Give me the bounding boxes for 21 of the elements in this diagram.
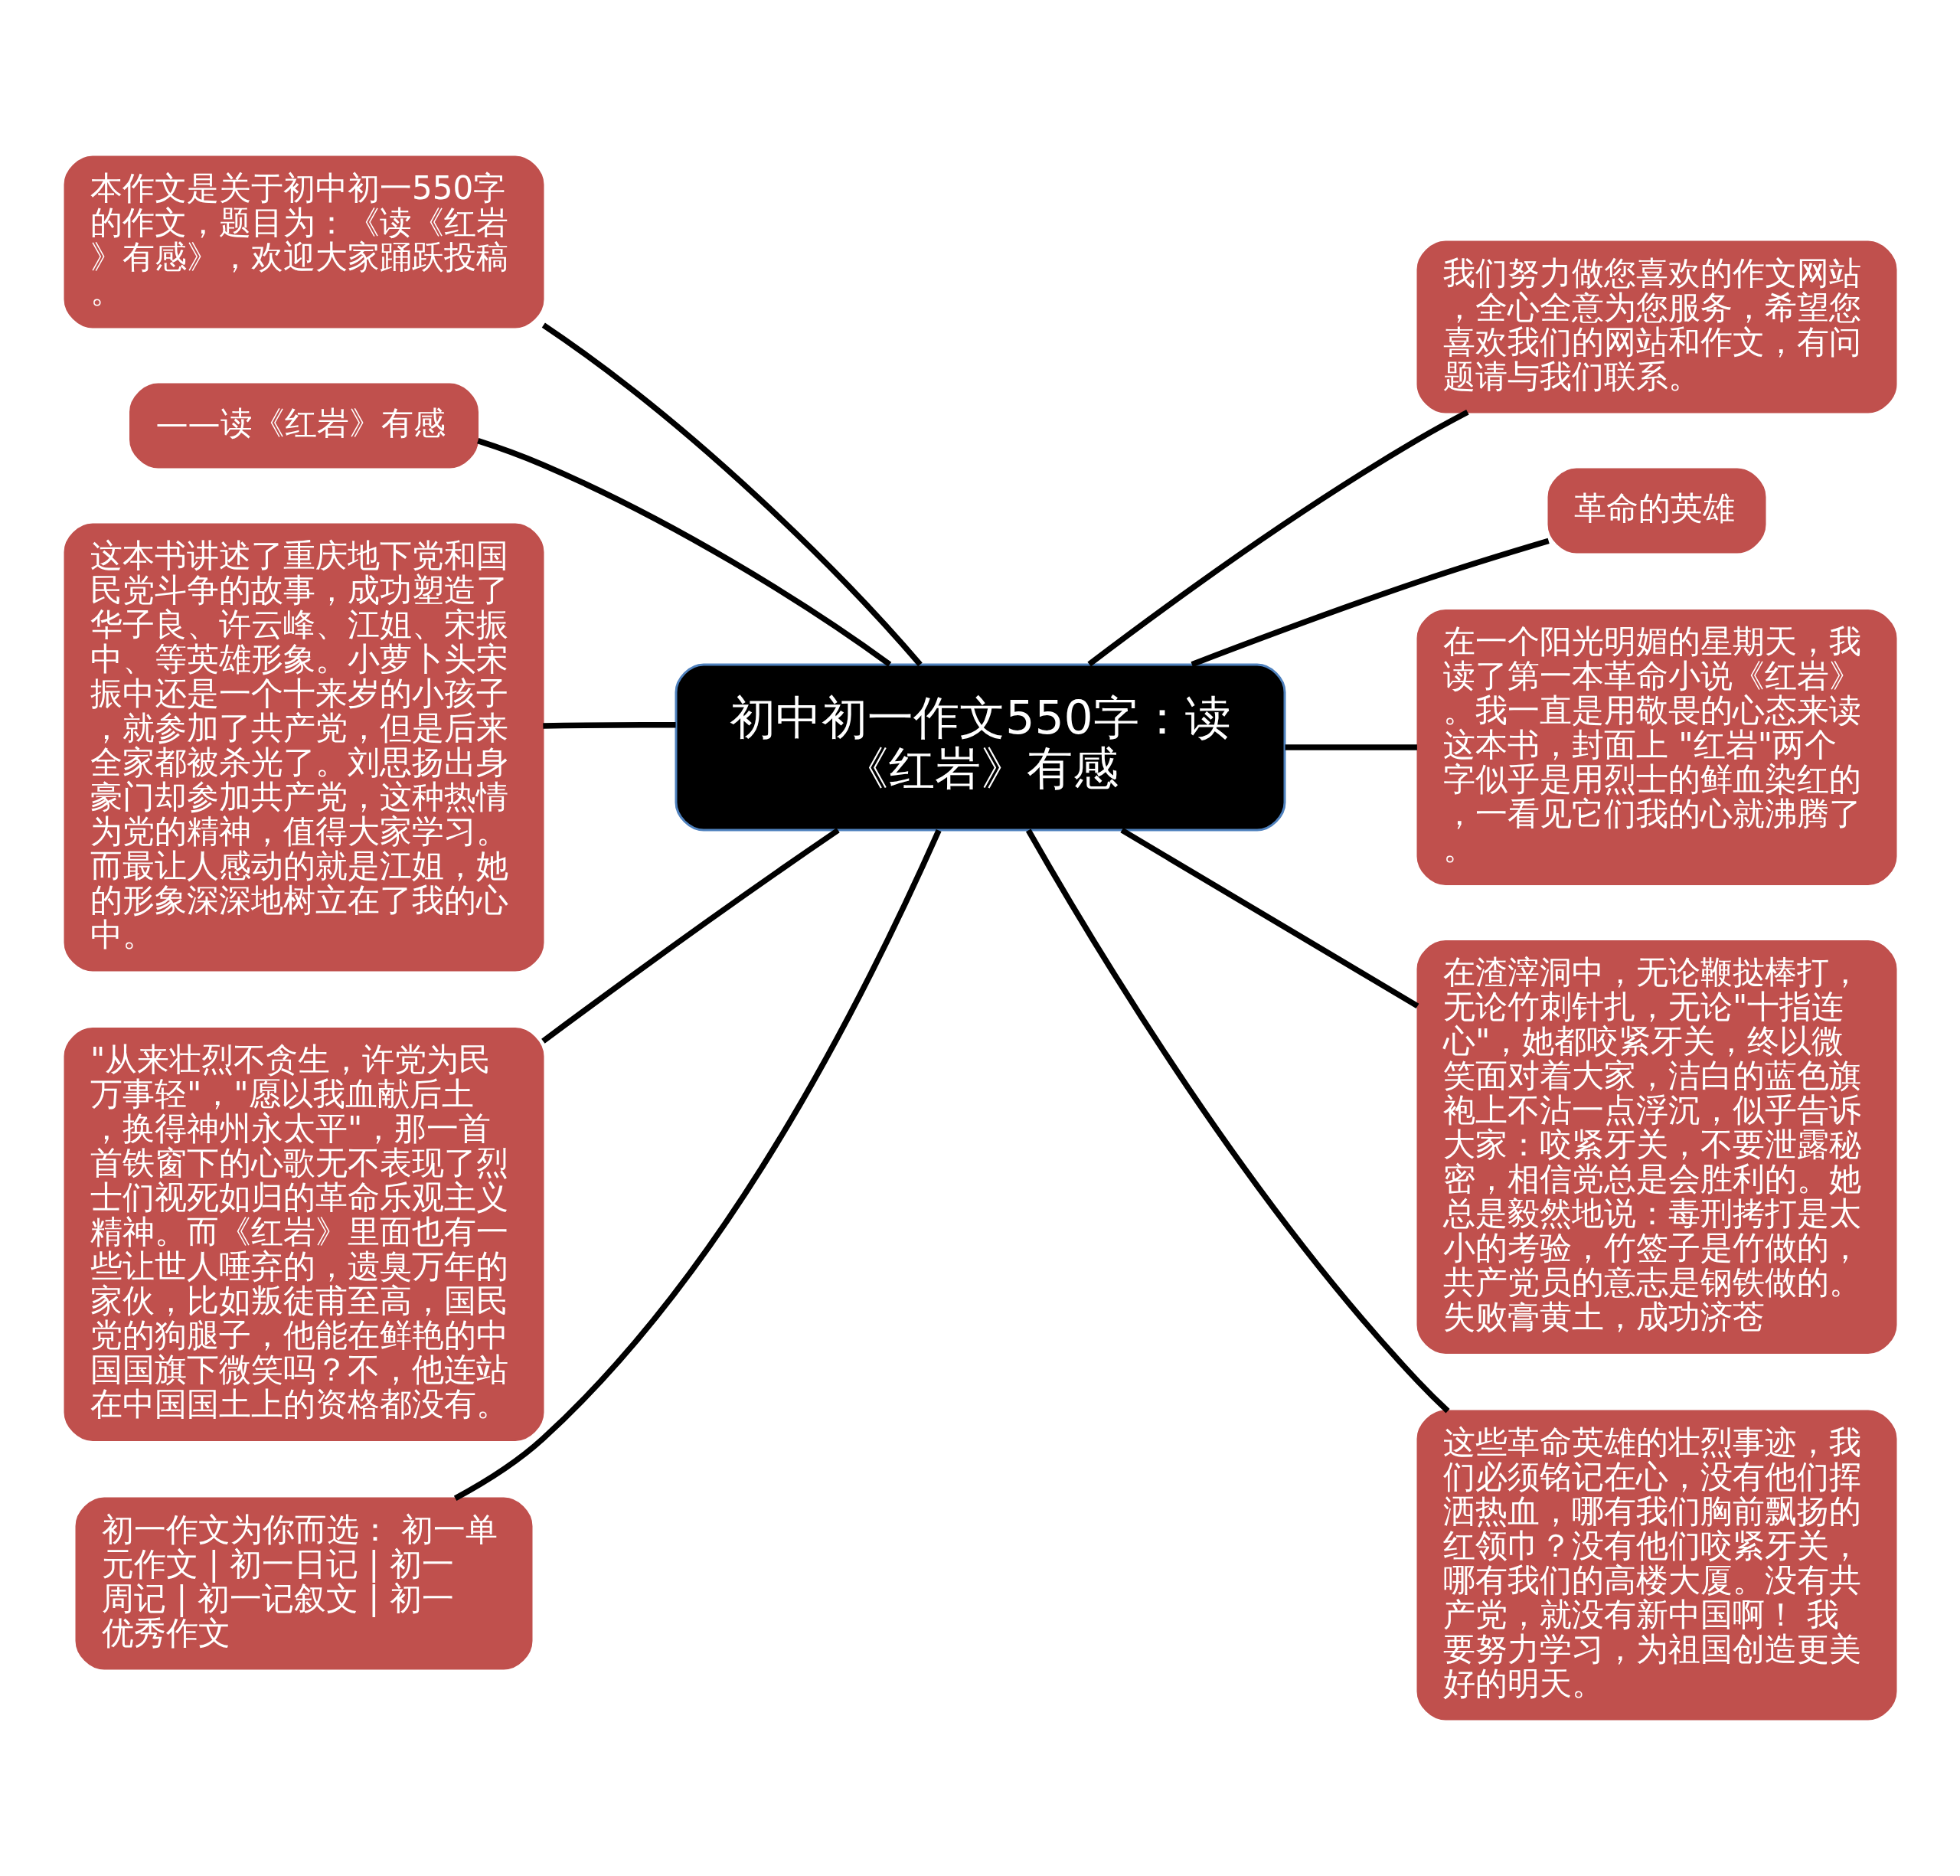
node-box: 初一作文为你而选： 初一单元作文 | 初一日记 | 初一周记 | 初一记叙文 | 初一优秀作文 [75,1497,532,1670]
node-box: 这本书讲述了重庆地下党和国民党斗争的故事，成功塑造了华子良、许云峰、江姐、宋振中、等英雄形象。小萝卜头宋振中还是一个十来岁的小孩子，就参加了共产党，但是后来全家都被杀光了。刘思扬出身豪门却参加共产党，这种热情为党的精神，值得大家学习。而最让人感动的就是江姐，她的形象深深地树立在了我的心中。 [64,523,544,972]
connector [1025,829,1450,1414]
connector [1086,409,1469,667]
connector [541,322,923,667]
node-box: 在一个阳光明媚的星期天，我读了第一本革命小说《红岩》。我一直是用敬畏的心态来读这本书，封面上 "红岩"两个字似乎是用烈士的鲜血染红的，一看见它们我的心就沸腾了。 [1416,610,1896,885]
node-box: "从来壮烈不贪生，许党为民万事轻"，"愿以我血献后土，换得神州永太平"，那一首首铁窗下的心歌无不表现了烈士们视死如归的革命乐观主义精神。而《红岩》里面也有一些让世人唾弃的，遗臭万年的家伙，比如叛徒甫至高，国民党的狗腿子，他能在鲜艳的中国国旗下微笑吗？不，他连站在中国国土上的资格都没有。 [64,1028,544,1441]
connector [476,438,891,667]
connector [542,722,676,729]
connector [1285,744,1417,750]
connector [453,829,942,1501]
node-box: ——读《红岩》有感 [129,383,479,469]
node-box: 这些革命英雄的壮烈事迹，我们必须铭记在心，没有他们挥洒热血，哪有我们胸前飘扬的红领巾？没有他们咬紧牙关，哪有我们的高楼大厦。没有共产党，就没有新中国啊！ 我要努力学习，为祖国创造更美好的明天。 [1416,1410,1896,1721]
node-box: 初中初一作文550字：读《红岩》有感 [675,663,1285,832]
node-box: 在渣滓洞中，无论鞭挞棒打，无论竹刺针扎，无论"十指连心"，她都咬紧牙关，终以微笑面对着大家，洁白的蓝色旗袍上不沾一点浮沉，似乎告诉大家：咬紧牙关，不要泄露秘密，相信党总是会胜利的。她总是毅然地说：毒刑拷打是太小的考验，竹签子是竹做的，共产党员的意志是钢铁做的。失败膏黄土，成功济苍 [1416,940,1896,1354]
connector [1190,538,1550,668]
connector [1119,827,1419,1009]
connector [541,828,840,1044]
node-box: 本作文是关于初中初一550字的作文，题目为：《读《红岩》有感》，欢迎大家踊跃投稿。 [64,155,544,328]
node-box: 我们努力做您喜欢的作文网站，全心全意为您服务，希望您喜欢我们的网站和作文，有问题请与我们联系。 [1416,240,1896,413]
node-box: 革命的英雄 [1547,468,1766,554]
